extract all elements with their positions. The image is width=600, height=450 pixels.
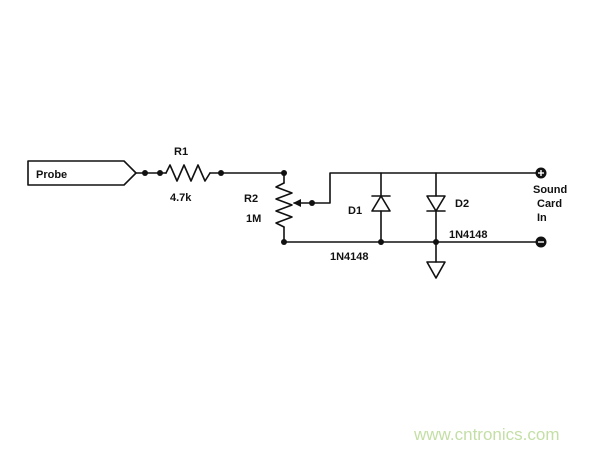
output-label-line1: Sound	[533, 184, 567, 196]
d2-ref: D2	[455, 198, 469, 210]
junction-dot	[378, 239, 384, 245]
resistor-r1: R1 4.7k	[165, 146, 211, 204]
junction-dot	[157, 170, 163, 176]
diode-d2: D2 1N4148	[426, 172, 488, 245]
output-label-line3: In	[537, 212, 547, 224]
ground-symbol	[426, 241, 446, 279]
junction-dot	[142, 170, 148, 176]
r2-ref: R2	[244, 193, 258, 205]
r1-ref: R1	[174, 146, 188, 158]
terminal-minus	[535, 236, 547, 248]
d1-part: 1N4148	[330, 251, 369, 263]
probe-label: Probe	[36, 169, 67, 181]
wiper-arrowhead	[293, 199, 301, 207]
potentiometer-r2: R2 1M	[244, 172, 315, 245]
d1-ref: D1	[348, 205, 362, 217]
diode-d1: D1 1N4148	[330, 172, 391, 263]
d2-part: 1N4148	[449, 229, 488, 241]
probe-connector: Probe	[27, 160, 137, 186]
r1-value: 4.7k	[170, 192, 192, 204]
watermark-text: www.cntronics.com	[413, 425, 559, 444]
output-label-line2: Card	[537, 198, 562, 210]
r2-value: 1M	[246, 213, 261, 225]
wire-top-rail	[311, 172, 537, 204]
terminal-plus	[535, 167, 547, 179]
